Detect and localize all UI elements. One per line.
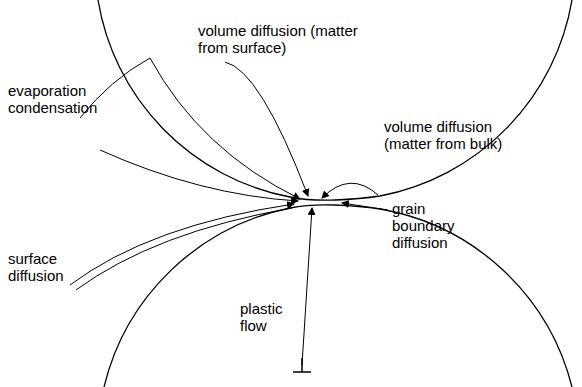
process-label: volume diffusion (matter from bulk) [384,118,529,152]
process-label: evaporation condensation [8,82,118,116]
dislocation-symbol [293,358,311,372]
process-label: plastic flow [240,300,298,334]
process-label: grain boundary diffusion [392,200,467,251]
upper-particle [98,0,572,200]
process-label: surface diffusion [8,250,83,284]
process-label: volume diffusion (matter from surface) [198,22,368,56]
